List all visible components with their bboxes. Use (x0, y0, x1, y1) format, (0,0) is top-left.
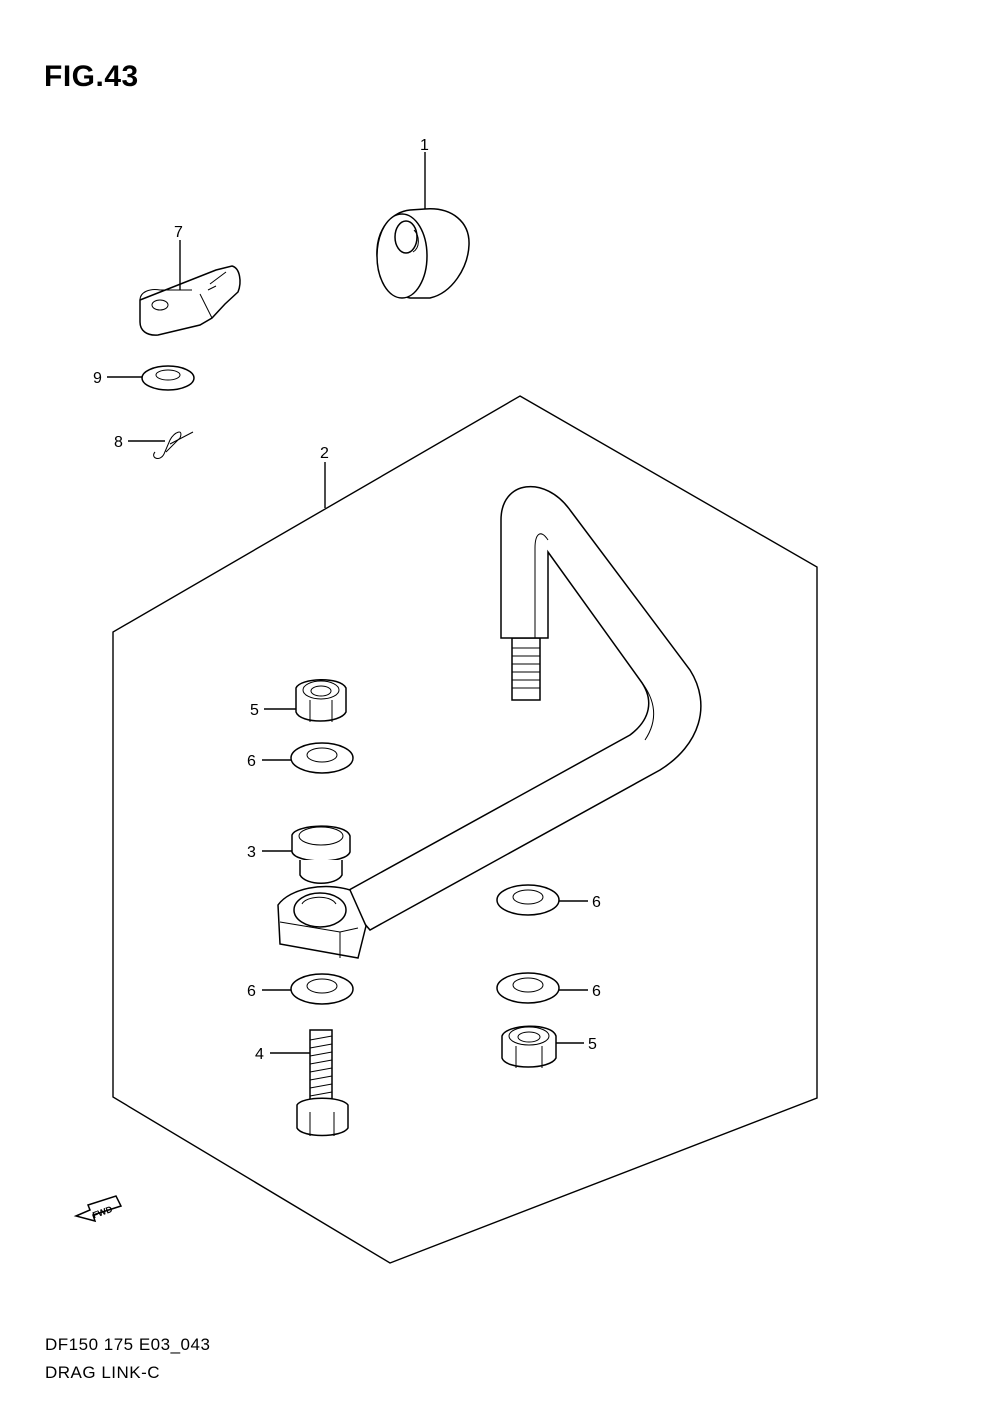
figure-name: DRAG LINK-C (45, 1363, 161, 1382)
part-6-washer-lower-right[interactable] (496, 972, 560, 1004)
part-4-bolt[interactable] (296, 1029, 349, 1137)
callout-6a: 6 (247, 753, 256, 770)
part-3-collar[interactable] (291, 825, 351, 884)
part-5-nut-upper[interactable] (295, 679, 347, 722)
figure-title: FIG.43 (44, 60, 139, 93)
part-5-nut-lower-right[interactable] (501, 1025, 557, 1068)
callout-6c: 6 (592, 894, 601, 911)
callout-5a: 5 (250, 702, 259, 719)
part-9-washer[interactable] (141, 365, 195, 391)
callout-1: 1 (420, 137, 429, 154)
part-7-rod-end[interactable] (139, 265, 241, 336)
figure-code: DF150 175 E03_043 (45, 1335, 211, 1354)
part-6-washer-upper-right[interactable] (496, 884, 560, 916)
fwd-arrow-icon: FWD (73, 1195, 123, 1223)
part-6-washer-upper-left[interactable] (290, 742, 354, 774)
callout-8: 8 (114, 434, 123, 451)
callout-7: 7 (174, 224, 183, 241)
part-8-cotter-pin[interactable] (153, 431, 194, 459)
part-2-drag-link[interactable] (277, 485, 702, 959)
part-6-washer-lower-left[interactable] (290, 973, 354, 1005)
callout-9: 9 (93, 370, 102, 387)
callout-4: 4 (255, 1046, 264, 1063)
assembly-boundary (112, 395, 818, 1264)
callout-2: 2 (320, 445, 329, 462)
callout-5b: 5 (588, 1036, 597, 1053)
callout-6b: 6 (247, 983, 256, 1000)
callout-6d: 6 (592, 983, 601, 1000)
callout-3: 3 (247, 844, 256, 861)
part-1-bushing[interactable] (376, 208, 470, 299)
